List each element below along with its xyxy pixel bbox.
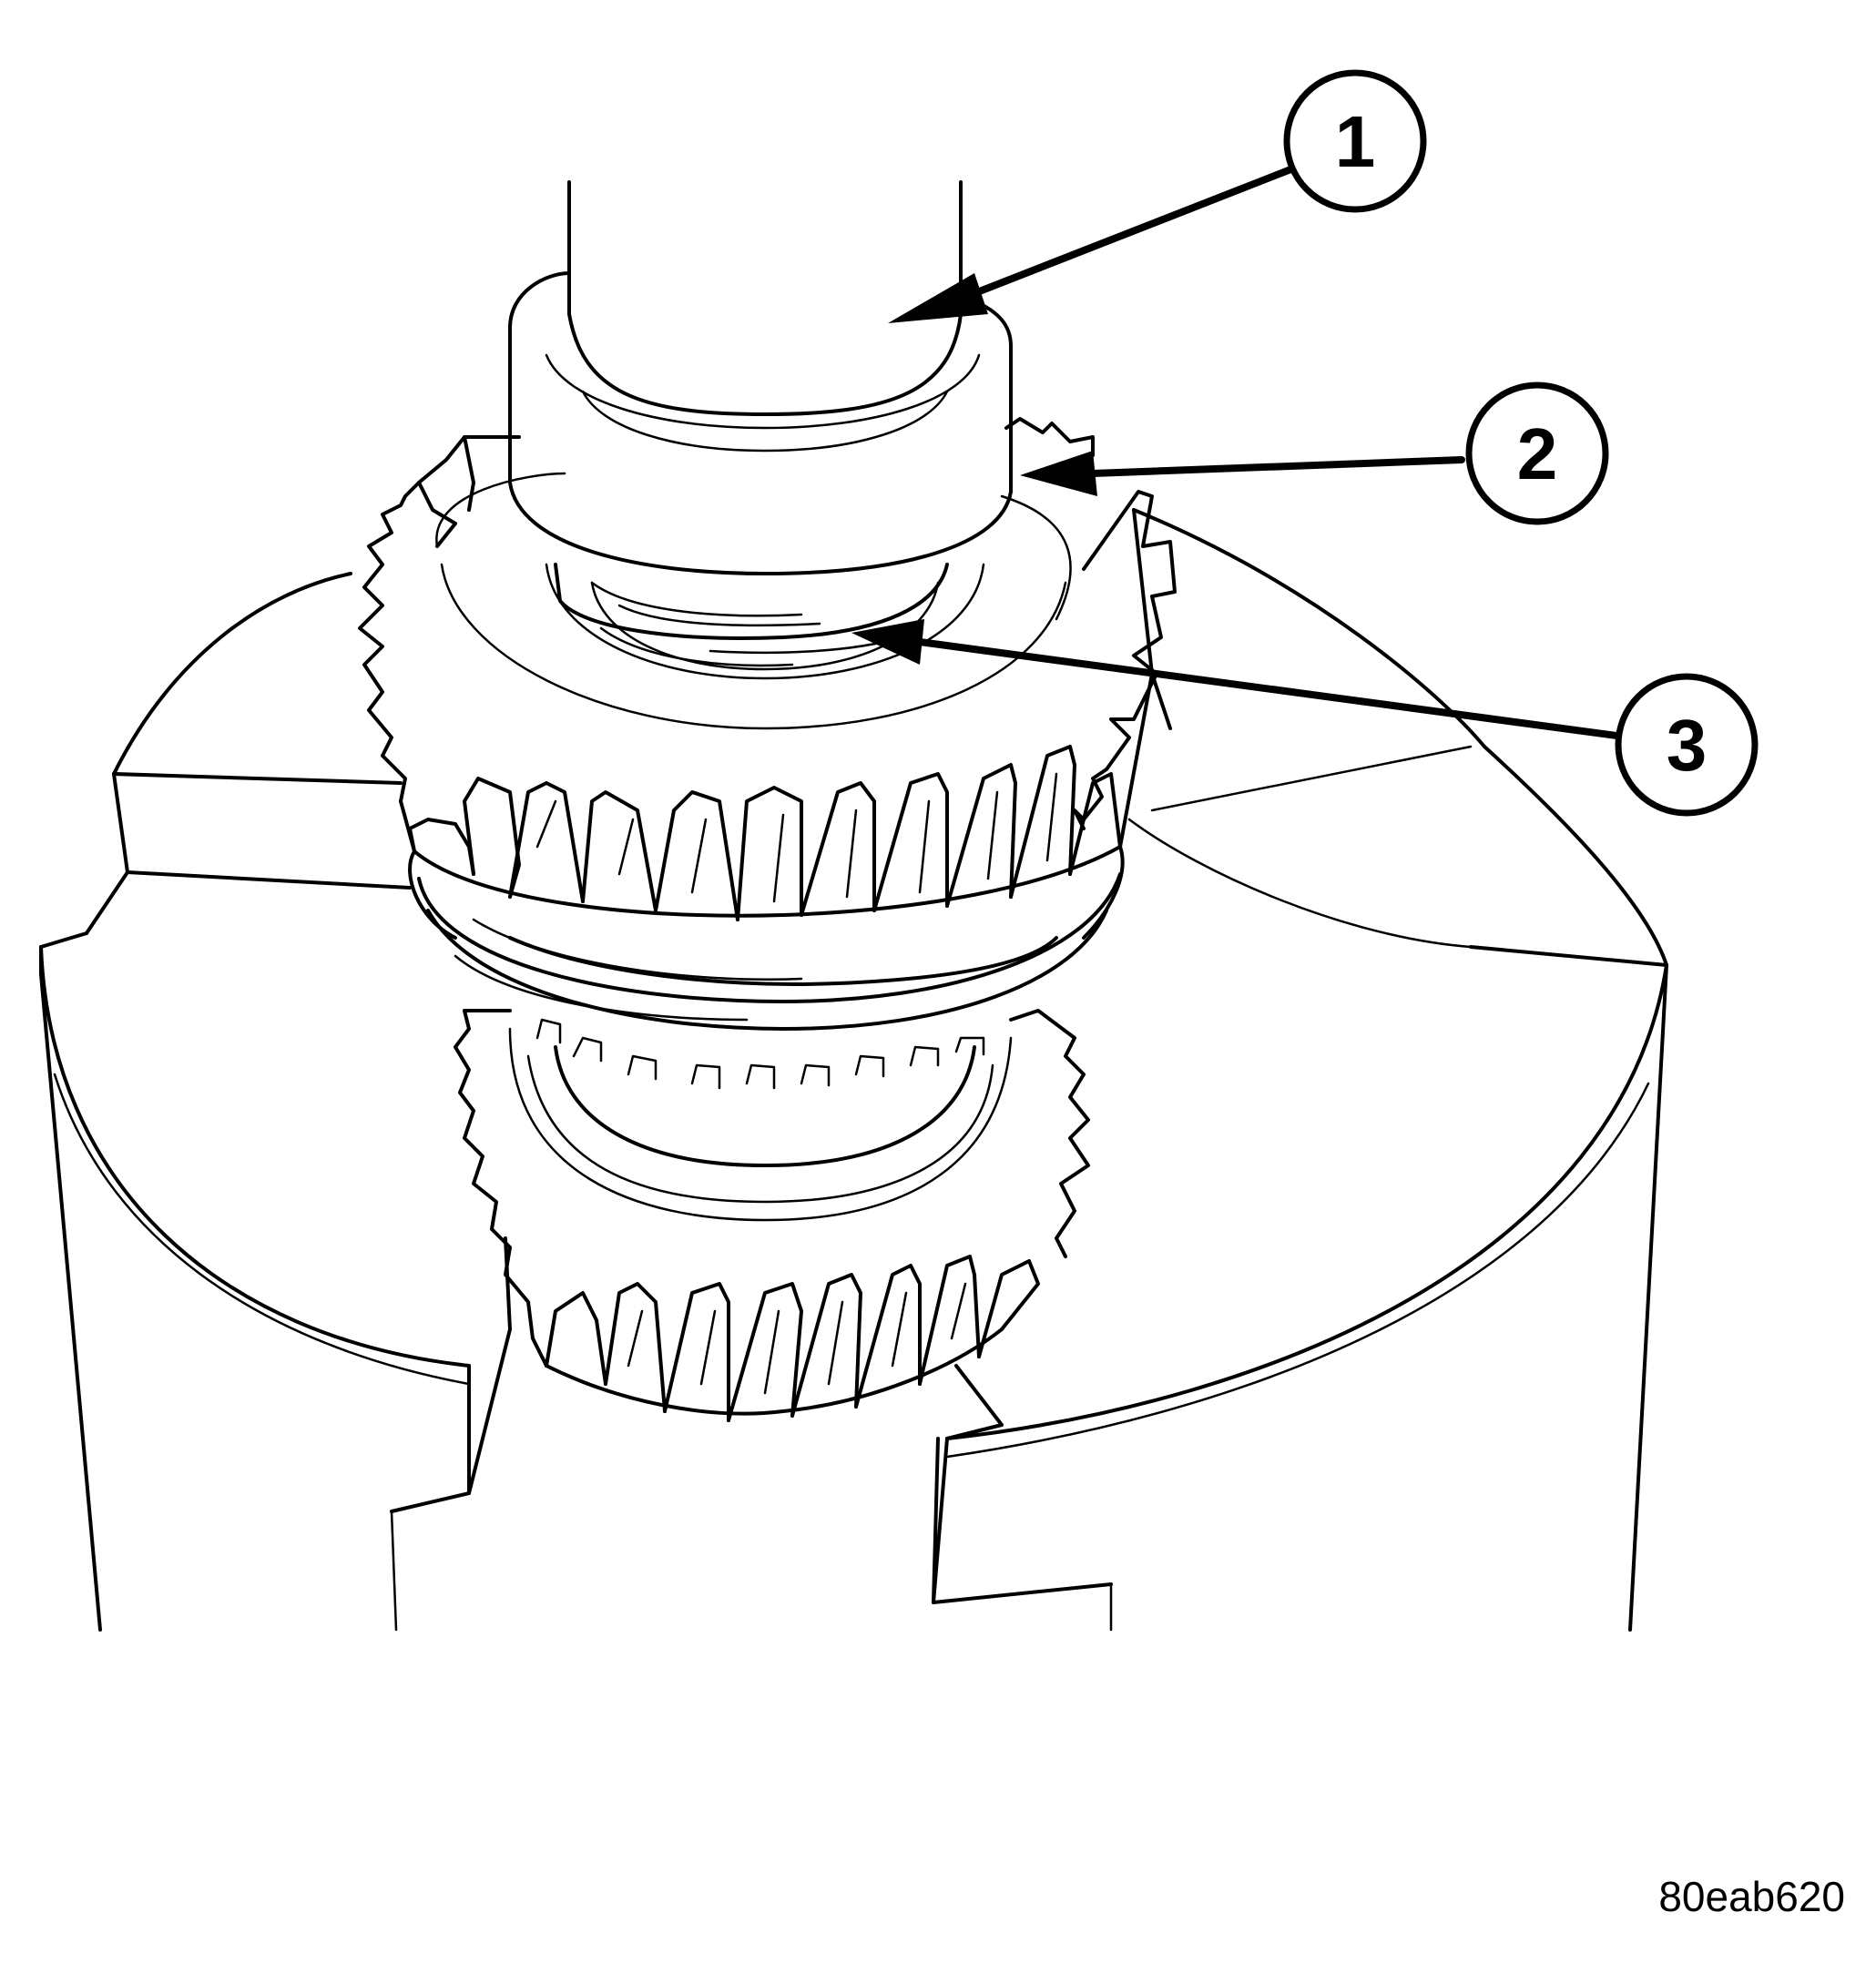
figure-id-label: 80eab620 [1658, 1873, 1845, 1920]
upper-gear [358, 417, 1177, 921]
callout-3-label: 3 [1667, 705, 1708, 786]
callout-leaders [851, 165, 1634, 741]
callout-2-label: 2 [1517, 413, 1558, 494]
transmission-housing [39, 508, 1668, 1632]
shaft [567, 180, 963, 416]
spline-teeth [535, 1018, 985, 1090]
lower-gear [454, 1009, 1090, 1422]
synchro-ring [408, 845, 1125, 1031]
lower-gear-helical-teeth [545, 1255, 1040, 1422]
callout-1: 1 [1283, 69, 1427, 213]
upper-bearing [508, 271, 1013, 575]
gear-teeth-helical [408, 745, 1122, 921]
callout-3: 3 [1615, 673, 1759, 817]
callout-2: 2 [1465, 381, 1609, 525]
callout-1-label: 1 [1335, 101, 1376, 182]
